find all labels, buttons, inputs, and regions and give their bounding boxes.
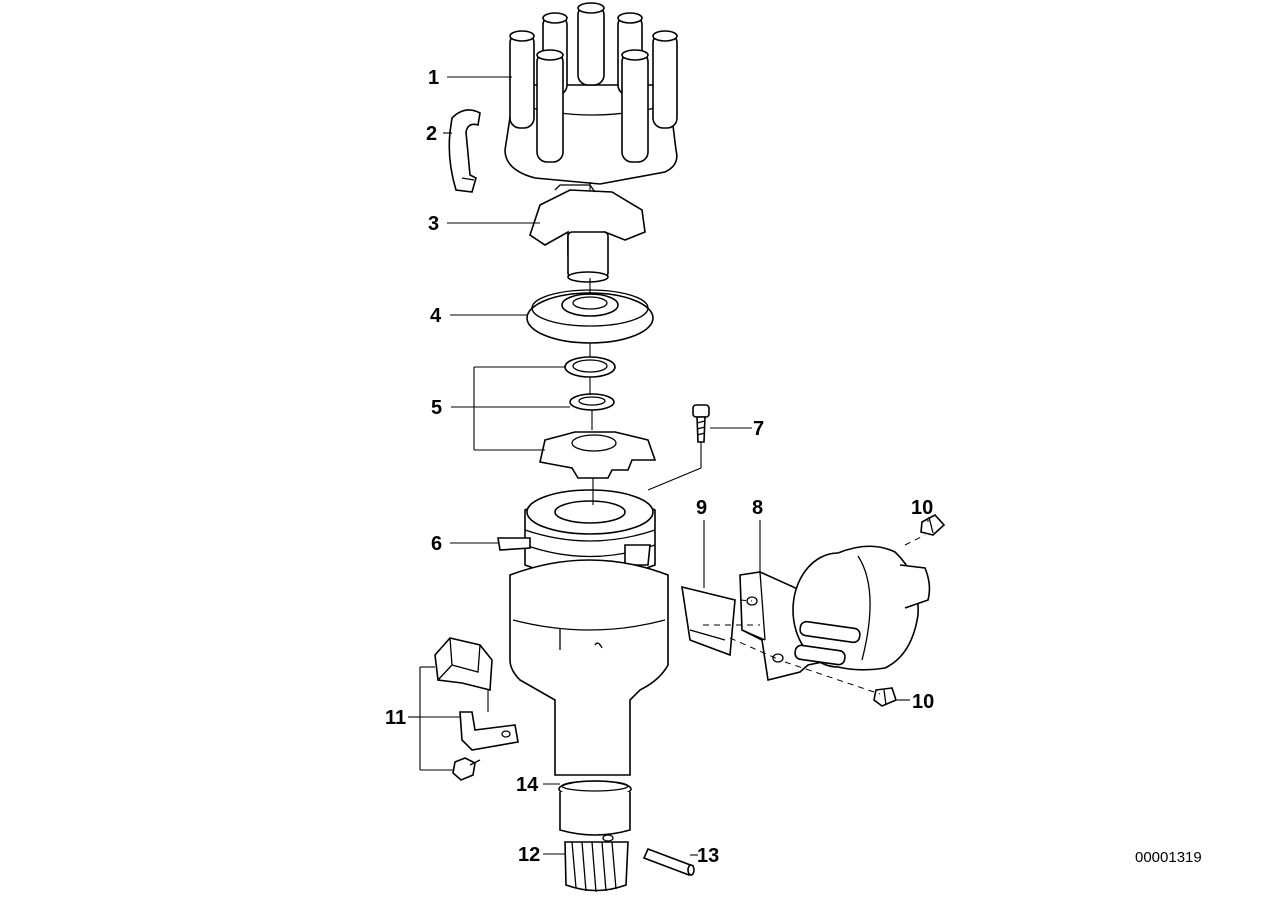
callout-13: 13 <box>697 845 719 867</box>
cap-clip[interactable] <box>448 109 481 193</box>
vacuum-screw-bottom[interactable] <box>873 687 897 707</box>
pickup-assembly[interactable] <box>497 489 656 579</box>
screw[interactable] <box>692 404 710 443</box>
gear-pin[interactable] <box>642 847 695 877</box>
callout-8: 8 <box>752 497 763 519</box>
distributor-housing[interactable] <box>509 559 669 776</box>
drawing-reference-number: 00001319 <box>1135 849 1202 866</box>
dust-shield[interactable] <box>526 289 654 344</box>
bracket-gasket[interactable] <box>681 585 736 657</box>
callout-5: 5 <box>431 397 442 419</box>
callout-9: 9 <box>696 497 707 519</box>
callout-2: 2 <box>426 123 437 145</box>
callout-10-bottom: 10 <box>912 691 934 713</box>
drive-gear[interactable] <box>564 834 629 893</box>
circlip[interactable] <box>564 356 616 378</box>
clamp-bracket[interactable] <box>434 637 519 781</box>
callout-6: 6 <box>431 533 442 555</box>
callout-7: 7 <box>753 418 764 440</box>
washer[interactable] <box>569 393 615 411</box>
callout-4: 4 <box>430 305 442 327</box>
callout-10-top: 10 <box>911 497 933 519</box>
rotor[interactable] <box>529 184 646 283</box>
vacuum-advance-unit[interactable] <box>792 545 931 671</box>
callout-1: 1 <box>428 67 439 89</box>
callout-3: 3 <box>428 213 439 235</box>
callout-12: 12 <box>518 844 540 866</box>
callout-labels: 1 2 3 4 5 6 7 8 9 10 10 11 12 13 14 <box>385 67 934 867</box>
distributor-cap[interactable] <box>504 2 678 185</box>
callout-11: 11 <box>385 707 406 729</box>
assembly-axis <box>589 182 926 695</box>
trigger-wheel[interactable] <box>539 431 657 479</box>
o-ring[interactable] <box>558 780 632 836</box>
vacuum-screw-top[interactable] <box>920 513 946 536</box>
callout-14: 14 <box>516 774 539 796</box>
leader-lines <box>408 76 929 856</box>
